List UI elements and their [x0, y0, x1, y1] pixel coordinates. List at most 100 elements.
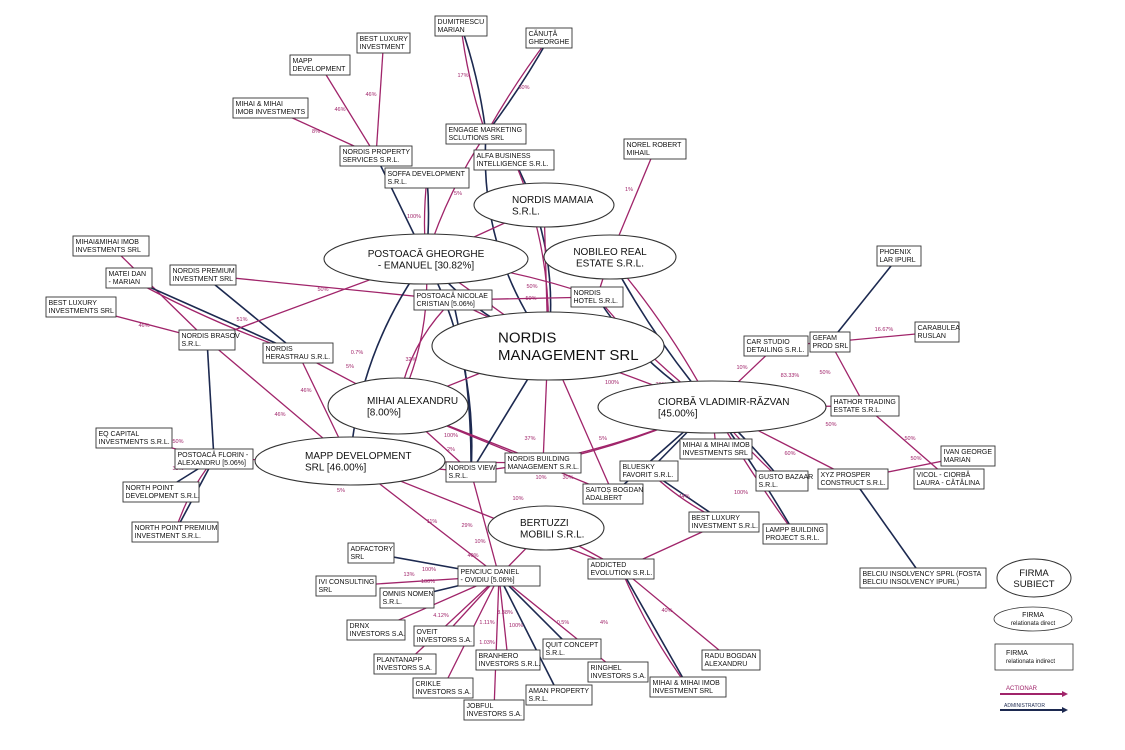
entity-rect[interactable] — [315, 575, 377, 597]
entity-rect[interactable] — [339, 145, 413, 167]
entity-node-mihai_alex[interactable]: MIHAI ALEXANDRU[8.00%] — [327, 377, 469, 435]
entity-rect[interactable] — [809, 331, 851, 353]
entity-rect[interactable] — [169, 264, 237, 286]
entity-rect[interactable] — [475, 649, 541, 671]
entity-rect[interactable] — [688, 511, 760, 533]
entity-ellipse[interactable] — [473, 182, 615, 228]
entity-rect[interactable] — [525, 27, 573, 49]
entity-rect[interactable] — [95, 427, 173, 449]
entity-rect[interactable] — [379, 587, 435, 609]
entity-rect[interactable] — [504, 452, 582, 474]
entity-ellipse[interactable] — [431, 311, 665, 381]
entity-rect[interactable] — [412, 677, 474, 699]
entity-box-penciuc[interactable]: PENCIUC DANIEL- OVIDIU [5.06%] — [457, 565, 541, 587]
entity-rect[interactable] — [743, 335, 809, 357]
entity-rect[interactable] — [178, 329, 236, 351]
entity-ellipse[interactable] — [487, 505, 605, 551]
entity-rect[interactable] — [649, 676, 727, 698]
entity-rect[interactable] — [859, 567, 987, 589]
entity-rect[interactable] — [762, 523, 828, 545]
entity-rect[interactable] — [384, 167, 470, 189]
entity-rect[interactable] — [542, 638, 602, 660]
entity-ellipse[interactable] — [543, 234, 677, 280]
entity-rect[interactable] — [122, 481, 200, 503]
entity-rect[interactable] — [72, 235, 150, 257]
entity-rect[interactable] — [525, 684, 593, 706]
entity-rect[interactable] — [262, 342, 334, 364]
entity-rect[interactable] — [131, 521, 219, 543]
entity-rect[interactable] — [587, 558, 655, 580]
entity-rect[interactable] — [463, 699, 525, 721]
entity-rect[interactable] — [457, 565, 541, 587]
entity-rect[interactable] — [373, 653, 437, 675]
entity-box-matei[interactable]: MATEI DAN- MARIAN — [105, 267, 153, 289]
entity-rect[interactable] — [347, 542, 395, 564]
entity-rect[interactable] — [232, 97, 309, 119]
entity-rect[interactable] — [105, 267, 153, 289]
entity-rect[interactable] — [701, 649, 761, 671]
entity-node-postoaca_g[interactable]: POSTOACĂ GHEORGHE- EMANUEL [30.82%] — [323, 233, 529, 285]
entity-rect[interactable] — [473, 149, 555, 171]
entity-rect[interactable] — [914, 321, 960, 343]
entity-rect[interactable] — [830, 395, 900, 417]
entity-rect[interactable] — [413, 289, 493, 311]
entity-rect[interactable] — [45, 296, 117, 318]
entity-ellipse[interactable] — [327, 377, 469, 435]
entity-ellipse[interactable] — [323, 233, 529, 285]
entity-rect[interactable] — [619, 460, 679, 482]
entity-rect[interactable] — [679, 438, 753, 460]
entity-rect[interactable] — [289, 54, 351, 76]
entity-rect[interactable] — [346, 619, 406, 641]
entity-rect[interactable] — [445, 123, 527, 145]
entity-node-ciorba[interactable]: CIORBĂ VLADIMIR-RĂZVAN[45.00%] — [597, 380, 827, 434]
entity-rect[interactable] — [940, 445, 996, 467]
entity-rect[interactable] — [623, 138, 687, 160]
entity-rect[interactable] — [587, 661, 649, 683]
entity-ellipse[interactable] — [597, 380, 827, 434]
entity-rect[interactable] — [582, 483, 644, 505]
entity-rect[interactable] — [570, 286, 624, 308]
entity-rect[interactable] — [174, 448, 254, 470]
entity-rect[interactable] — [817, 468, 889, 490]
